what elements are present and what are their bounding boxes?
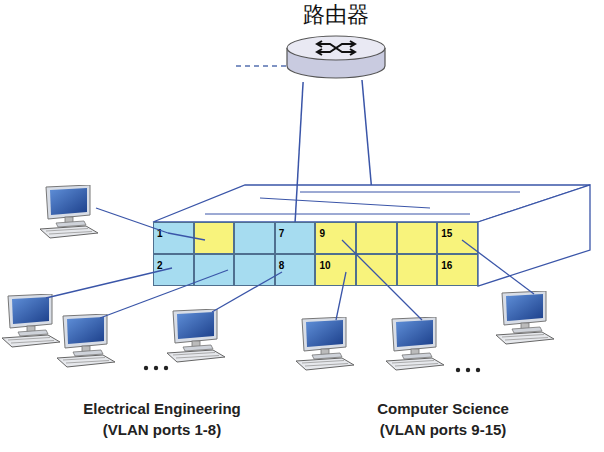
pc-link — [462, 240, 534, 294]
switch-wire — [205, 214, 470, 215]
computer-icon — [2, 294, 60, 347]
pc-link — [342, 240, 422, 320]
pc-link — [96, 208, 168, 233]
port-number: 7 — [279, 228, 285, 239]
switch-port: 7 — [275, 222, 316, 254]
group-label: (VLAN ports 9-15) — [343, 421, 543, 438]
pc-link — [336, 272, 346, 320]
switch-port: 8 — [275, 254, 316, 286]
port-number: 9 — [319, 228, 325, 239]
port-number: 16 — [441, 260, 452, 271]
group-label: Electrical Engineering — [62, 400, 262, 417]
computer-icon — [40, 185, 98, 238]
router-label: 路由器 — [284, 2, 388, 28]
computer-icon — [496, 291, 554, 344]
switch-port: 1 — [153, 222, 194, 254]
group-label: (VLAN ports 1-8) — [62, 421, 262, 438]
switch-port — [356, 222, 397, 254]
computer-icon — [386, 317, 444, 370]
computer-icon — [296, 317, 354, 370]
switch-port — [356, 254, 397, 286]
pc-link — [46, 268, 172, 298]
switch-port: 9 — [315, 222, 356, 254]
switch-wire — [300, 192, 520, 193]
router-shape — [284, 33, 388, 81]
switch-port: 16 — [437, 254, 478, 286]
router-link — [295, 82, 303, 222]
switch-port — [234, 222, 275, 254]
ellipsis-dots — [144, 366, 480, 372]
port-number: 1 — [157, 228, 163, 239]
switch-port — [234, 254, 275, 286]
switch-port — [194, 254, 235, 286]
pc-link — [168, 233, 205, 240]
switch-side — [478, 185, 590, 286]
port-number: 10 — [319, 260, 330, 271]
group-label: Computer Science — [343, 400, 543, 417]
router: 路由器 — [284, 2, 388, 82]
computer-icon — [167, 309, 225, 362]
switch-port — [397, 254, 438, 286]
switch-port: 10 — [315, 254, 356, 286]
computer-icon — [57, 314, 115, 367]
pc-link — [100, 270, 228, 318]
switch-port — [397, 222, 438, 254]
port-number: 15 — [441, 228, 452, 239]
switch-wire — [260, 198, 430, 208]
switch-port: 2 — [153, 254, 194, 286]
switch-port — [194, 222, 235, 254]
port-number: 2 — [157, 260, 163, 271]
pc-link — [212, 272, 282, 312]
dashed-link — [236, 65, 286, 67]
switch-port: 15 — [437, 222, 478, 254]
port-number: 8 — [279, 260, 285, 271]
